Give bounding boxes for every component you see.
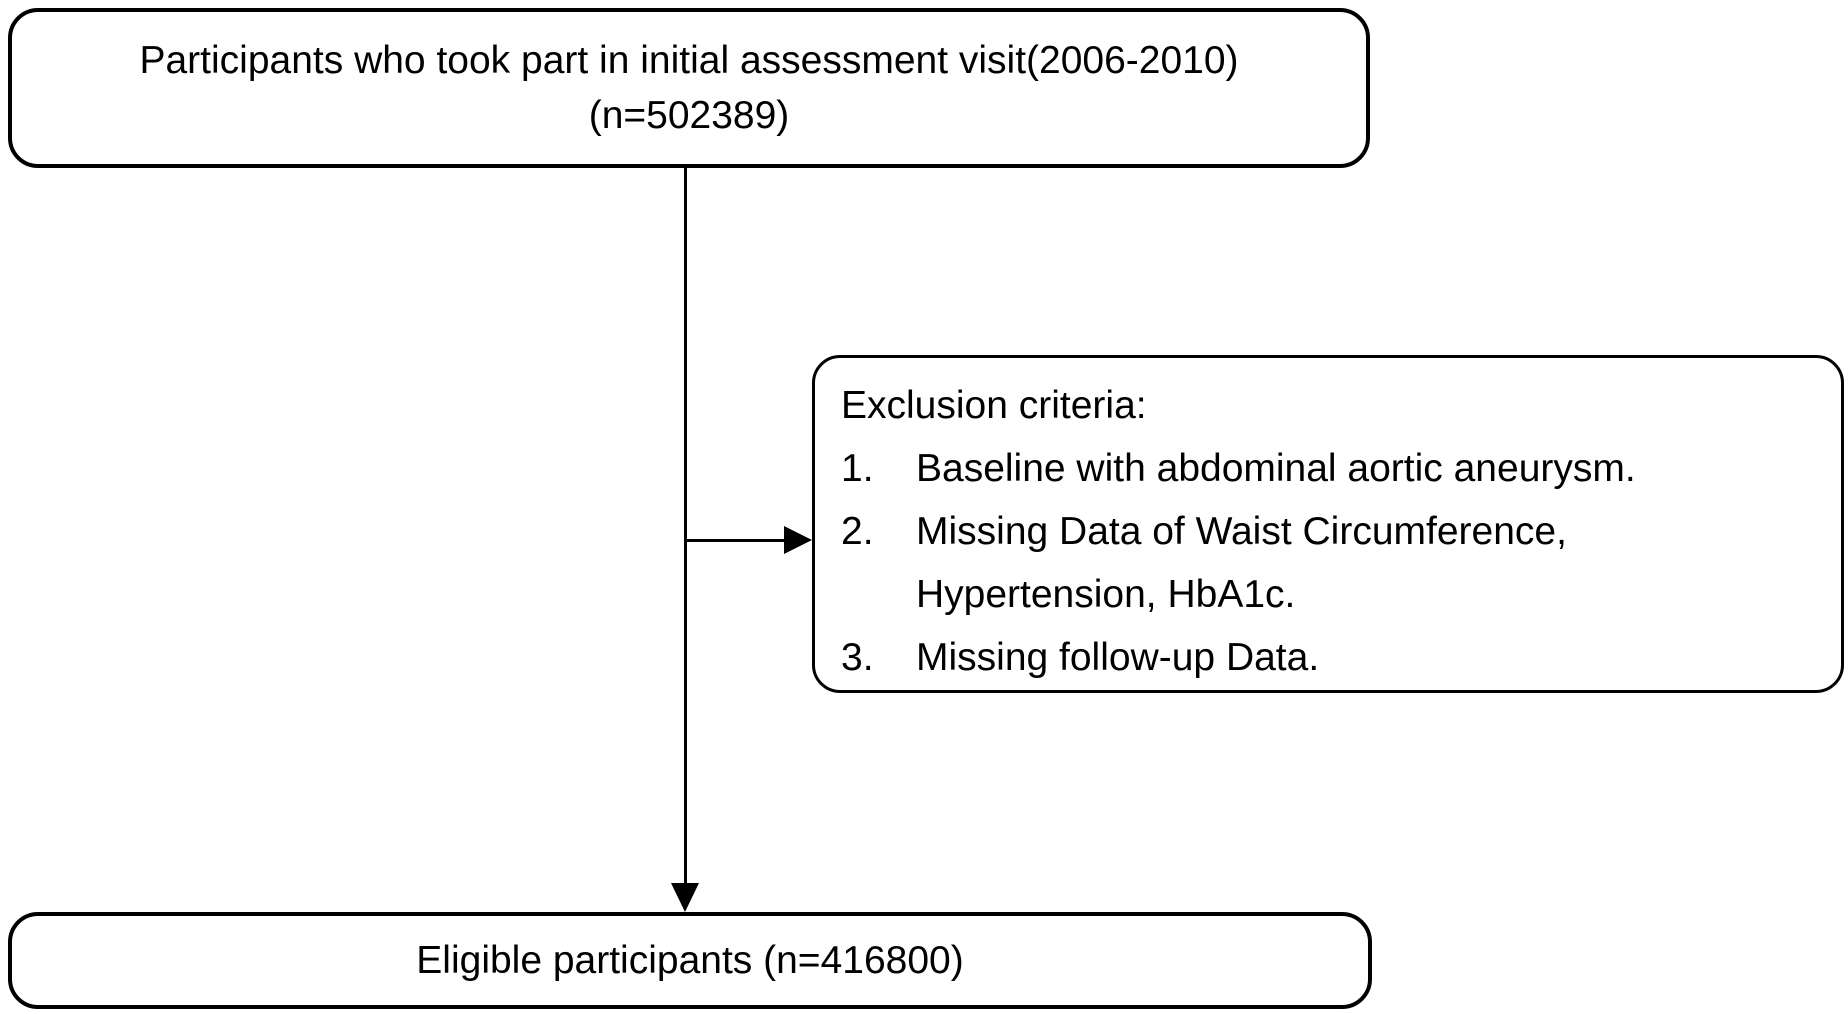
exclusion-item-3-number: 3. [841,636,874,679]
horizontal-connector-line [684,539,786,542]
down-arrowhead-icon [671,883,699,912]
exclusion-item-2-number: 2. [841,510,874,553]
exclusion-criteria-title: Exclusion criteria: [841,384,1147,427]
initial-assessment-line1: Participants who took part in initial as… [139,39,1239,82]
exclusion-item-1-text: Baseline with abdominal aortic aneurysm. [916,447,1636,490]
exclusion-item-3: 3. Missing follow-up Data. [841,626,1813,689]
exclusion-item-1: 1. Baseline with abdominal aortic aneury… [841,437,1813,500]
eligible-participants-label: Eligible participants (n=416800) [416,938,964,982]
eligible-participants-box: Eligible participants (n=416800) [8,912,1372,1009]
exclusion-item-1-number: 1. [841,447,874,490]
exclusion-item-2-text: Missing Data of Waist Circumference, Hyp… [916,510,1567,616]
exclusion-item-3-text: Missing follow-up Data. [916,636,1320,679]
exclusion-criteria-box: Exclusion criteria: 1. Baseline with abd… [812,355,1844,693]
initial-assessment-count: (n=502389) [588,94,790,137]
exclusion-item-2: 2. Missing Data of Waist Circumference, … [841,500,1813,626]
right-arrowhead-icon [784,526,812,554]
initial-assessment-box: Participants who took part in initial as… [8,8,1370,168]
vertical-connector-line [684,168,687,886]
